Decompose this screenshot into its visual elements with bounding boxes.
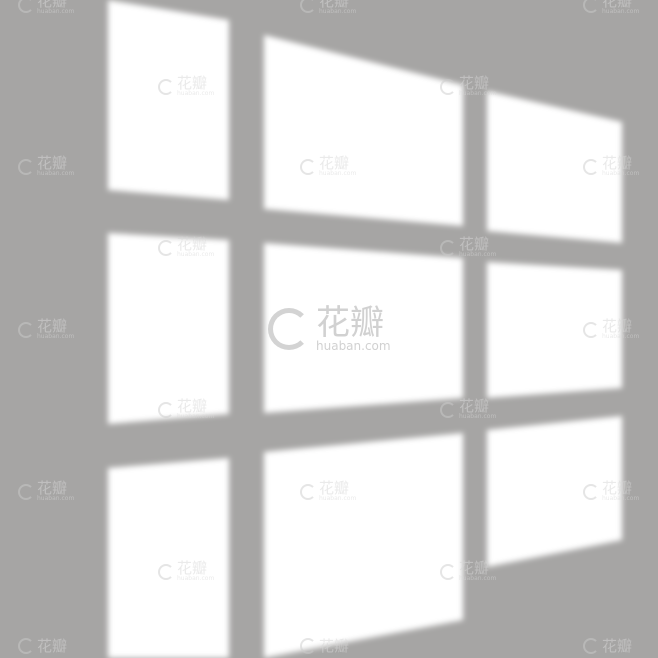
light-pane <box>264 433 463 658</box>
light-pane <box>264 35 463 226</box>
light-pane <box>108 458 229 658</box>
light-pane <box>487 91 622 243</box>
light-pane <box>108 0 229 200</box>
window-light-panes <box>108 0 622 658</box>
light-pane <box>108 233 229 424</box>
light-pane <box>264 243 463 413</box>
light-pane <box>487 416 622 567</box>
light-pane <box>487 262 622 398</box>
